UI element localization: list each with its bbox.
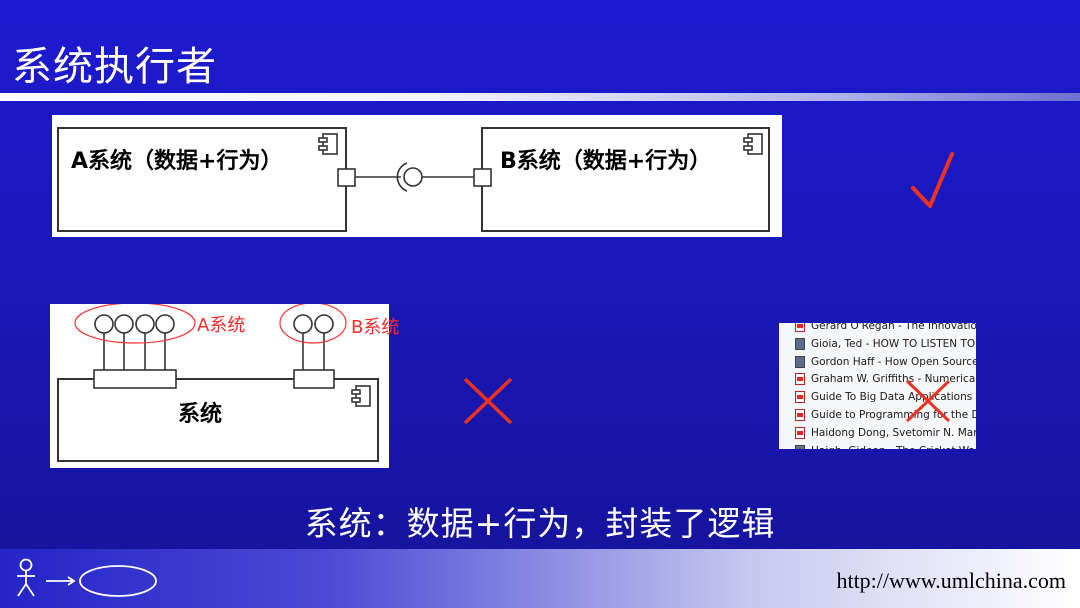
site-url: http://www.umlchina.com (836, 568, 1066, 593)
file-list-item-label: Gerard O'Regan - The Innovation (811, 323, 976, 332)
component-diagram-merged-svg (57, 304, 379, 462)
required-interface (396, 162, 408, 192)
component-icon (318, 133, 338, 155)
file-list-item: Haidong Dong, Svetomir N. Mark (779, 424, 976, 442)
actor-usecase-icon (17, 558, 157, 597)
cross-mark-icon (905, 379, 951, 423)
interface-b1 (293, 314, 313, 334)
group-b-label: B系统 (351, 317, 400, 338)
port-group-b (293, 369, 335, 389)
file-list-item: Guide to Programming for the Dig (779, 406, 976, 424)
pdf-icon (795, 426, 805, 439)
file-list-item-label: Haigh, Gideon - The Cricket War (811, 445, 976, 449)
interface-a2 (114, 314, 134, 334)
file-list-item: Gioia, Ted - HOW TO LISTEN TO J (779, 335, 976, 353)
file-list-item: Gordon Haff - How Open Source (779, 353, 976, 371)
port-a (337, 168, 356, 187)
component-a-label: A系统（数据+行为） (71, 149, 283, 174)
component-b-box (481, 127, 770, 232)
file-list-item: Graham W. Griffiths - Numerical A (779, 370, 976, 388)
file-list-item-label: Haidong Dong, Svetomir N. Mark (811, 426, 976, 439)
cross-mark-icon (463, 377, 513, 425)
interface-a1 (94, 314, 114, 334)
interface-b2 (314, 314, 334, 334)
system-component-box (57, 378, 379, 462)
file-list-item: Haigh, Gideon - The Cricket War (779, 442, 976, 449)
port-b (473, 168, 492, 187)
component-diagram-ab-svg (57, 127, 770, 232)
provided-interface (403, 167, 423, 187)
footer-bar (0, 549, 1080, 608)
port-group-a (93, 369, 177, 389)
title-underline (0, 93, 1080, 101)
pdf-icon (795, 323, 805, 332)
pdf-icon (795, 409, 805, 421)
component-icon (351, 385, 371, 407)
pdf-icon (795, 391, 805, 404)
group-a-label: A系统 (197, 315, 246, 336)
file-list-item-label: Gioia, Ted - HOW TO LISTEN TO J (811, 337, 976, 350)
interface-a4 (155, 314, 175, 334)
interface-a3 (135, 314, 155, 334)
highlight-ellipse-b (279, 304, 347, 344)
file-list-item-label: Guide to Programming for the Dig (811, 409, 976, 421)
system-component-label: 系统 (178, 402, 223, 427)
file-list-item-label: Gordon Haff - How Open Source (811, 355, 976, 368)
slide-caption: 系统：数据+行为，封装了逻辑 (304, 504, 776, 543)
highlight-ellipse-a (74, 304, 196, 344)
component-diagram-merged: 系统 (50, 304, 389, 468)
component-b-label: B系统（数据+行为） (500, 149, 712, 174)
slide-title: 系统执行者 (12, 44, 217, 90)
file-list-item-label: Graham W. Griffiths - Numerical A (811, 373, 976, 386)
pdf-icon (795, 373, 805, 386)
component-diagram-ab: A系统（数据+行为） B系统（数据+行为） (52, 115, 782, 237)
book-icon (795, 355, 805, 368)
book-icon (795, 337, 805, 350)
component-icon (743, 133, 763, 155)
component-a-box (57, 127, 347, 232)
file-list-item: Gerard O'Regan - The Innovation (779, 323, 976, 335)
book-icon (795, 444, 805, 449)
check-mark-icon (911, 152, 954, 208)
